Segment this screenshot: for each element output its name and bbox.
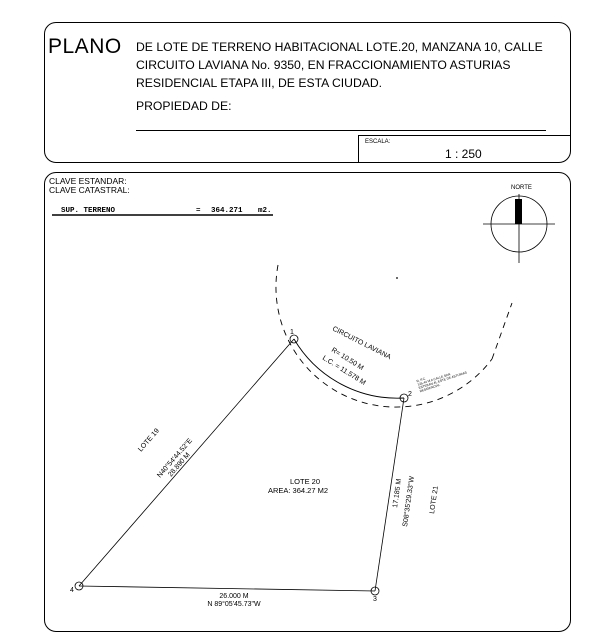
vertex-2-label: 2 <box>408 391 412 398</box>
curve-note-line-4: RESIDENCIAL <box>419 383 441 393</box>
owner-line <box>136 130 546 131</box>
plan-description: DE LOTE DE TERRENO HABITACIONAL LOTE.20,… <box>136 40 543 90</box>
clave-catastral: CLAVE CATASTRAL: <box>49 185 130 195</box>
scale-box <box>358 135 571 163</box>
area-value: 364.271 <box>211 207 243 215</box>
header-frame <box>44 22 571 163</box>
side-2-3-length: 17.185 M <box>392 478 403 508</box>
vertex-4-marker <box>74 581 84 591</box>
vertex-3-marker <box>370 586 380 596</box>
area-label: SUP. TERRENO <box>61 207 116 215</box>
scale-label: ESCALA: <box>365 139 391 145</box>
curve-note: R. P.C. 125.44 M A CALLE SAN ESTEBAN AL … <box>416 371 467 394</box>
vertex-4-label: 4 <box>70 587 74 594</box>
vertex-1-label: 1 <box>290 329 294 336</box>
north-pointer <box>515 199 522 224</box>
plan-drawing: SUP. TERRENO = 364.271 m2. NORTE 1 2 3 4… <box>52 185 555 608</box>
owner-label: PROPIEDAD DE: <box>136 99 232 113</box>
lot-front-arc <box>293 338 405 399</box>
clave-estandar: CLAVE ESTANDAR: <box>49 176 127 186</box>
vertex-1-marker <box>289 334 299 344</box>
scale-value: 1 : 250 <box>445 147 482 161</box>
lot-side-1-4 <box>78 338 295 587</box>
side-3-4-length: 26.000 M <box>219 593 248 600</box>
lot-side-2-3 <box>374 397 405 592</box>
side-3-4-bearing: N 89°05'45.73"W <box>207 600 261 608</box>
left-neighbor-label: LOTE 19 <box>137 427 161 453</box>
street-edge-dashed <box>275 264 493 408</box>
plan-title: PLANO <box>48 35 122 58</box>
north-label: NORTE <box>511 185 532 191</box>
lot-name: LOTE 20 <box>290 477 320 486</box>
vertex-2-marker <box>399 393 409 403</box>
lot-area: AREA: 364.27 M2 <box>268 486 328 495</box>
area-unit: m2. <box>258 207 272 215</box>
vertex-3-label: 3 <box>373 596 377 603</box>
area-equals: = <box>196 207 201 215</box>
north-arrow-icon: NORTE <box>483 185 555 263</box>
side-2-3-bearing: S08°35'29.33"W <box>401 475 416 527</box>
curve-center-point <box>396 277 398 279</box>
lot-side-3-4 <box>78 585 376 592</box>
right-neighbor-label: LOTE 21 <box>429 485 440 514</box>
street-edge-dashed-right <box>491 302 513 360</box>
curve-note-line-1: R. P.C. <box>416 376 427 383</box>
